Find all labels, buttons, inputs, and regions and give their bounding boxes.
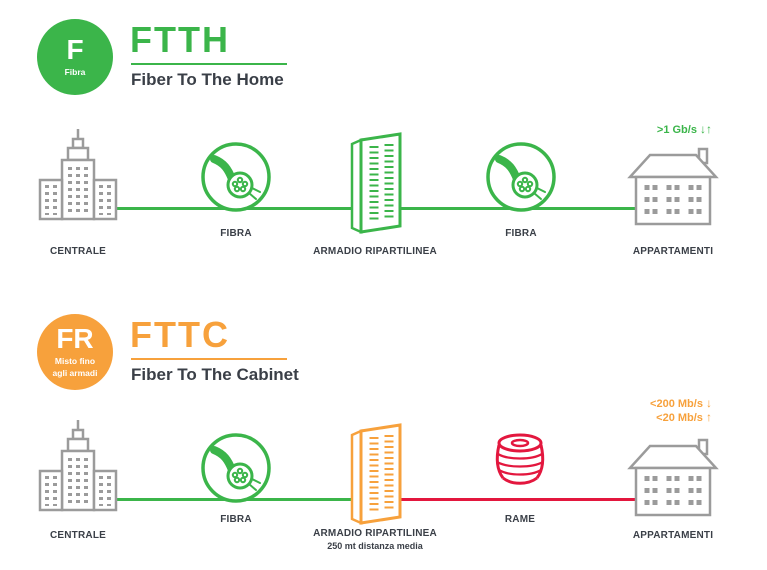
- fttc-speed-up: <20 Mb/s ↑: [600, 410, 712, 424]
- ftth-badge: F Fibra: [37, 19, 113, 95]
- fttc-label-appartamenti: APPARTAMENTI: [632, 530, 714, 541]
- centrale-building-icon: [33, 127, 123, 223]
- fiber-cable-icon: [485, 141, 557, 213]
- ftth-badge-letter: F: [66, 33, 84, 65]
- ftth-label-armadio: ARMADIO RIPARTILINEA: [313, 246, 437, 257]
- fttc-speed-down: <200 Mb/s ↓: [600, 396, 712, 410]
- fttc-label-rame: RAME: [504, 514, 536, 525]
- fttc-badge-subtitle-line2: agli armadi: [52, 367, 98, 378]
- fttc-speed-down-value: <200 Mb/s: [650, 398, 703, 410]
- fttc-subtitle: Fiber To The Cabinet: [131, 365, 299, 384]
- ftth-label-fibra-2: FIBRA: [505, 228, 537, 239]
- download-arrow-icon: ↓: [706, 396, 712, 410]
- ftth-title: FTTH: [130, 19, 230, 60]
- ftth-badge-subtitle: Fibra: [64, 66, 86, 77]
- download-arrow-icon: ↓: [700, 122, 706, 136]
- fttc-label-centrale: CENTRALE: [49, 530, 107, 541]
- centrale-building-icon: [33, 418, 123, 514]
- fttc-title: FTTC: [130, 314, 230, 355]
- street-cabinet-icon: [344, 130, 406, 236]
- ftth-label-appartamenti: APPARTAMENTI: [632, 246, 714, 257]
- ftth-subtitle: Fiber To The Home: [131, 70, 284, 89]
- ftth-title-rule: [131, 63, 287, 65]
- apartments-building-icon: [627, 438, 719, 518]
- street-cabinet-icon: [344, 421, 406, 527]
- fttc-badge-letter: FR: [56, 323, 94, 355]
- fiber-cable-icon: [200, 432, 272, 504]
- ftth-label-fibra-1: FIBRA: [220, 228, 252, 239]
- ftth-label-centrale: CENTRALE: [49, 246, 107, 257]
- upload-arrow-icon: ↑: [706, 122, 712, 136]
- ftth-speed: >1 Gb/s ↓↑: [600, 122, 712, 136]
- fttc-label-armadio-note: 250 mt distanza media: [327, 541, 423, 551]
- fttc-speed-up-value: <20 Mb/s: [656, 412, 703, 424]
- fttc-badge-subtitle-line1: Misto fino: [54, 356, 96, 367]
- ftth-speed-value: >1 Gb/s: [656, 124, 697, 136]
- fttc-label-armadio: ARMADIO RIPARTILINEA: [313, 528, 437, 539]
- copper-coil-icon: [486, 430, 554, 490]
- upload-arrow-icon: ↑: [706, 410, 712, 424]
- fttc-title-rule: [131, 358, 287, 360]
- fiber-cable-icon: [200, 141, 272, 213]
- fttc-label-fibra: FIBRA: [220, 514, 252, 525]
- fttc-badge-subtitle: Misto fino agli armadi: [53, 356, 98, 378]
- apartments-building-icon: [627, 147, 719, 227]
- fttc-copper-line: [377, 498, 672, 501]
- fttc-badge: FR Misto fino agli armadi: [37, 314, 113, 390]
